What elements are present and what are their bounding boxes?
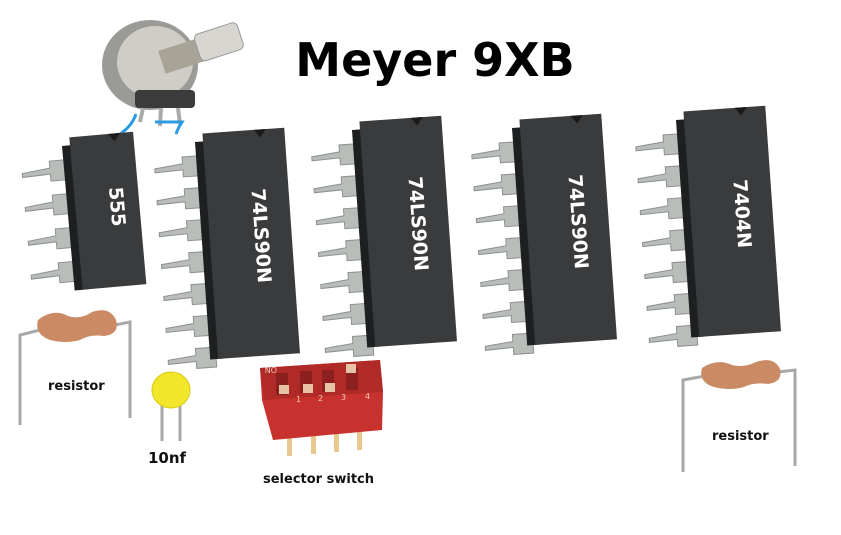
- chip-pin: [648, 324, 699, 347]
- chip-notch: [253, 129, 266, 138]
- ic-chip-2: 74LS90N: [154, 127, 300, 369]
- chip-pin: [475, 204, 526, 228]
- chip-body: [202, 127, 300, 359]
- chip-pin: [646, 292, 697, 316]
- chip-pin: [635, 133, 685, 156]
- chip-pin: [313, 174, 364, 198]
- selector-switch-label: selector switch: [263, 472, 374, 487]
- chip-pin: [484, 332, 535, 355]
- chip-body: [519, 113, 617, 345]
- switch-position-1: 1: [296, 395, 301, 404]
- chip-pin: [473, 172, 524, 196]
- chip-pin: [637, 164, 688, 188]
- ic-chip-4: 74LS90N: [471, 113, 617, 355]
- selector-switch: ON 1 2 3 4 selector switch: [260, 360, 383, 487]
- switch-position-3: 3: [341, 393, 346, 402]
- ic-chip-1: 555: [21, 131, 147, 291]
- capacitor: 10nf: [148, 371, 191, 467]
- chip-pin: [320, 270, 370, 294]
- chip-pin: [154, 155, 204, 178]
- chip-pin: [639, 196, 690, 220]
- chip-pin: [471, 141, 521, 164]
- chip-body: [683, 105, 781, 337]
- chip-body: [69, 131, 147, 290]
- diagram-title: Meyer 9XB: [295, 33, 574, 87]
- ic-chip-3: 74LS90N: [311, 115, 457, 357]
- chip-pin: [317, 238, 368, 262]
- chip-pin: [167, 346, 218, 369]
- chip-body: [359, 115, 457, 347]
- resistor-left-label: resistor: [48, 379, 105, 394]
- chip-pin: [480, 268, 530, 292]
- capacitor-label: 10nf: [148, 449, 187, 467]
- chip-pin: [163, 282, 213, 306]
- chip-pin: [482, 300, 533, 324]
- chip-pin: [644, 260, 694, 284]
- chip-pin: [311, 143, 361, 166]
- chip-pin: [322, 302, 373, 326]
- chip-pin: [160, 250, 211, 274]
- potentiometer: [102, 20, 244, 136]
- chip-notch: [570, 115, 583, 124]
- chip-label: 555: [104, 186, 129, 227]
- chip-pin: [477, 236, 528, 260]
- resistor-left: resistor: [18, 310, 132, 425]
- resistor-right: resistor: [681, 360, 797, 472]
- chip-pin: [315, 206, 366, 230]
- chip-pin: [156, 186, 207, 210]
- resistor-right-label: resistor: [712, 429, 769, 444]
- chip-pin: [158, 218, 209, 242]
- chip-notch: [734, 107, 747, 116]
- ic-chip-5: 7404N: [635, 105, 781, 347]
- chip-pin: [324, 334, 375, 357]
- switch-on-marking: ON: [265, 365, 277, 374]
- switch-position-4: 4: [365, 392, 370, 401]
- chip-notch: [107, 132, 120, 142]
- chip-notch: [410, 117, 423, 126]
- chip-label: 7404N: [728, 179, 755, 249]
- switch-position-2: 2: [318, 394, 323, 403]
- chip-pin: [641, 228, 692, 252]
- chip-pin: [165, 314, 216, 338]
